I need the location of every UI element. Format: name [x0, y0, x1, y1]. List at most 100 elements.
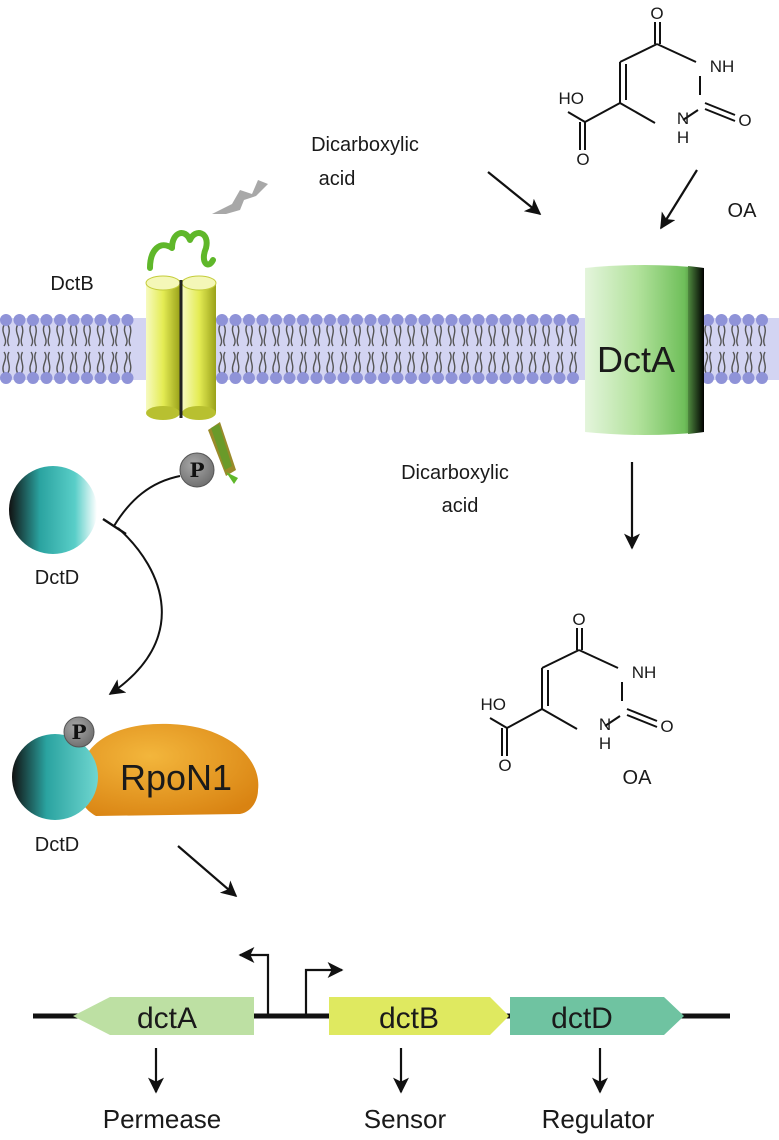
lipid-tail	[758, 351, 766, 374]
lipid-tail	[258, 324, 267, 347]
lipid-head	[13, 314, 26, 326]
lipid-head	[553, 372, 566, 384]
svg-text:N: N	[599, 715, 611, 734]
lipid-tail	[96, 351, 105, 374]
lipid-head	[351, 372, 363, 384]
svg-text:O: O	[738, 111, 751, 130]
promoter-binding-arrow	[177, 845, 238, 898]
lipid-head	[756, 314, 768, 326]
orotic-acid-structure-top: O NH O N H HO O	[559, 4, 752, 169]
lipid-head	[540, 314, 552, 326]
acid-label-top: acid	[319, 168, 356, 190]
lipid-tail	[366, 351, 375, 374]
lipid-tail	[353, 351, 361, 374]
lipid-tail	[2, 351, 10, 374]
gene-dctb	[329, 997, 509, 1035]
lipid-tail	[245, 351, 253, 374]
acid-label-middle: acid	[442, 495, 479, 517]
lipid-head	[351, 314, 363, 326]
lipid-head	[742, 314, 755, 326]
lipid-tail	[434, 324, 442, 347]
lipid-tail	[380, 324, 388, 347]
lipid-tail	[393, 324, 402, 347]
gene-cluster: dctA dctB dctD	[33, 947, 730, 1035]
lipid-tail	[110, 324, 118, 347]
lipid-head	[121, 314, 134, 326]
lipid-tail	[299, 324, 307, 347]
lipid-tail	[299, 351, 307, 374]
ligand-icon	[212, 180, 268, 214]
lipid-tail	[312, 351, 321, 374]
lipid-head	[486, 372, 498, 384]
acid-uptake-arrow	[487, 171, 542, 216]
lipid-tail	[474, 324, 483, 347]
lipid-tail	[474, 351, 483, 374]
phospho-group-dctb: P	[179, 452, 215, 488]
lipid-head	[283, 314, 296, 326]
lipid-head	[486, 314, 498, 326]
lipid-tail	[326, 324, 334, 347]
lipid-head	[108, 314, 120, 326]
lipid-tail	[15, 324, 24, 347]
lipid-head	[121, 372, 134, 384]
svg-text:HO: HO	[559, 89, 585, 108]
output-regulator: Regulator	[542, 1104, 655, 1134]
dctd-rpon1-complex: P	[12, 716, 259, 820]
activation-arrow	[108, 527, 163, 695]
lipid-head	[243, 372, 255, 384]
lipid-tail	[461, 351, 469, 374]
lipid-tail	[407, 351, 415, 374]
lipid-head	[0, 314, 12, 326]
lipid-head	[391, 372, 404, 384]
svg-text:P: P	[71, 720, 86, 744]
orotic-acid-structure-bottom: O NH O N H HO O	[481, 610, 674, 775]
promoter-dcta-arrow	[238, 947, 270, 1016]
lipid-tail	[515, 351, 523, 374]
lipid-tail	[731, 351, 739, 374]
lipid-head	[499, 314, 512, 326]
lipid-tail	[110, 351, 118, 374]
lipid-tail	[569, 351, 577, 374]
lipid-head	[459, 314, 471, 326]
lipid-tail	[717, 324, 726, 347]
svg-text:NH: NH	[632, 663, 657, 682]
lipid-tail	[69, 324, 78, 347]
svg-text:O: O	[576, 150, 589, 169]
svg-text:O: O	[498, 756, 511, 775]
lipid-head	[243, 314, 255, 326]
lipid-tail	[717, 351, 726, 374]
lipid-head	[715, 314, 728, 326]
lipid-head	[27, 372, 39, 384]
lipid-head	[742, 372, 755, 384]
lipid-tail	[339, 324, 348, 347]
lipid-head	[297, 372, 309, 384]
lipid-head	[81, 314, 93, 326]
lipid-head	[40, 314, 53, 326]
lipid-tail	[447, 351, 456, 374]
lipid-tail	[393, 351, 402, 374]
lipid-head	[67, 372, 80, 384]
lipid-tail	[744, 351, 753, 374]
lipid-head	[526, 372, 539, 384]
lipid-head	[27, 314, 39, 326]
lipid-tail	[272, 324, 280, 347]
lipid-tail	[488, 351, 496, 374]
svg-text:NH: NH	[710, 57, 735, 76]
oa-uptake-arrow	[660, 169, 698, 230]
lipid-head	[756, 372, 768, 384]
lipid-tail	[434, 351, 442, 374]
lipid-tail	[326, 351, 334, 374]
lipid-tail	[353, 324, 361, 347]
lipid-head	[459, 372, 471, 384]
lipid-tail	[231, 351, 240, 374]
lipid-head	[256, 314, 269, 326]
lipid-tail	[420, 351, 429, 374]
lipid-tail	[447, 324, 456, 347]
lipid-tail	[285, 351, 294, 374]
lipid-tail	[528, 351, 537, 374]
dctb-sensor-kinase	[145, 230, 238, 484]
lipid-head	[513, 314, 525, 326]
lipid-tail	[56, 324, 64, 347]
svg-text:N: N	[677, 109, 689, 128]
lipid-tail	[42, 351, 51, 374]
